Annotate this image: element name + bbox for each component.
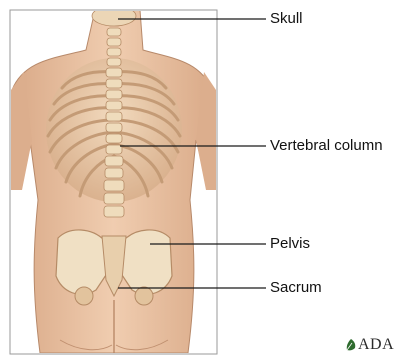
label-sacrum: Sacrum [270, 279, 322, 297]
skull-base [92, 6, 136, 26]
leaf-icon [344, 338, 358, 352]
logo-text: ADA [358, 336, 394, 354]
label-vertebral-column: Vertebral column [270, 137, 383, 155]
label-pelvis: Pelvis [270, 235, 310, 253]
label-skull: Skull [270, 10, 303, 28]
ada-logo: ADA [344, 336, 394, 354]
